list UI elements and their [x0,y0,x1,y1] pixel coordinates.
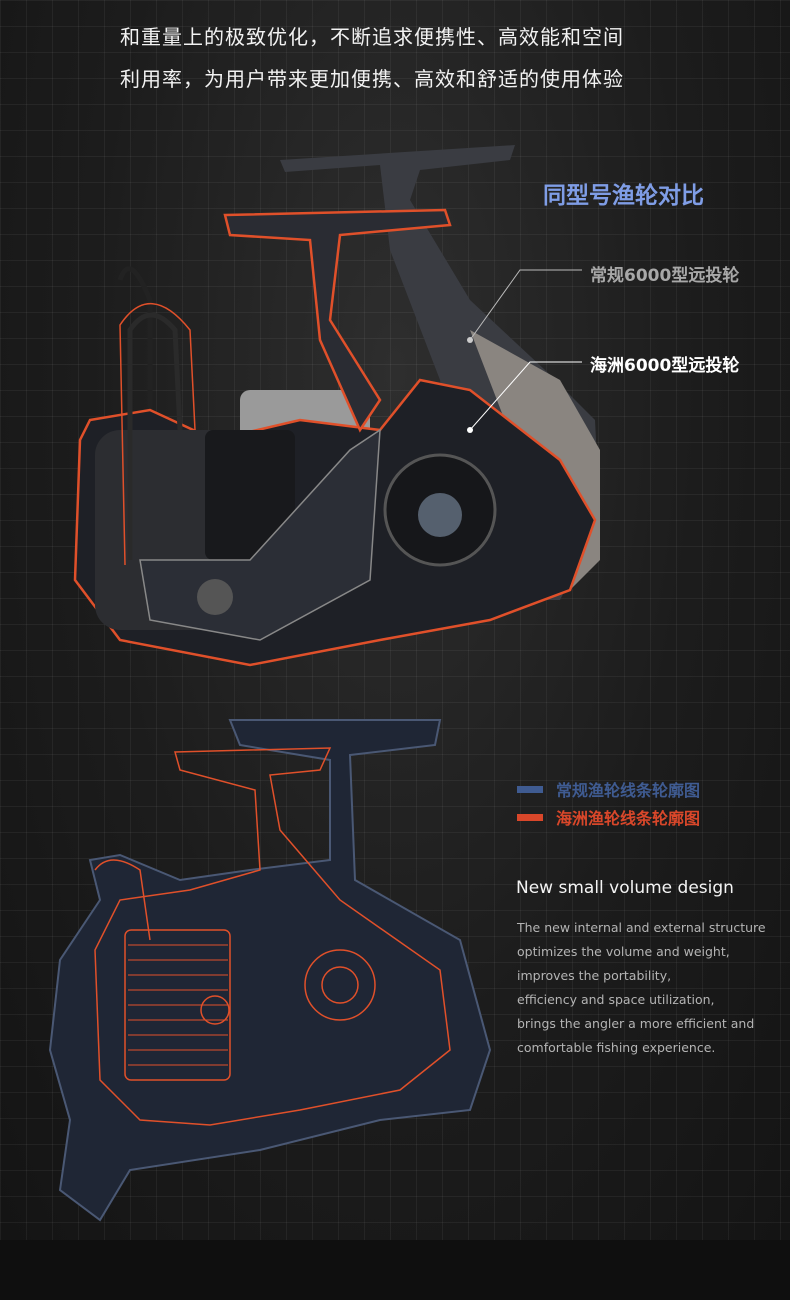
feature-line: brings the angler a more efficient and [517,1016,755,1031]
haizhou-reel-label: 海洲6000型远投轮 [590,356,740,376]
feature-title: New small volume design [516,878,734,898]
haizhou-outline-diagram [94,747,451,1126]
comparison-title: 同型号渔轮对比 [543,183,704,209]
haizhou-reel-photo [73,208,597,667]
feature-line: efficiency and space utilization, [517,992,715,1007]
standard-outline-diagram [48,719,492,1222]
intro-line: 和重量上的极致优化，不断追求便携性、高效能和空间 [120,25,624,49]
footer-band [0,1240,790,1300]
legend-standard: 常规渔轮线条轮廓图 [517,777,700,801]
feature-description: The new internal and external structure … [517,916,766,1060]
intro-line: 利用率，为用户带来更加便携、高效和舒适的使用体验 [120,67,624,91]
feature-line: optimizes the volume and weight, [517,944,730,959]
legend-label: 海洲渔轮线条轮廓图 [556,809,701,828]
feature-line: The new internal and external structure [517,920,766,935]
feature-line: comfortable fishing experience. [517,1040,716,1055]
legend-swatch-orange [517,813,543,821]
legend-label: 常规渔轮线条轮廓图 [556,781,701,800]
standard-leader-line [469,269,582,341]
feature-line: improves the portability, [517,968,672,983]
intro-text: 和重量上的极致优化，不断追求便携性、高效能和空间 利用率，为用户带来更加便携、高… [120,16,624,100]
legend-haizhou: 海洲渔轮线条轮廓图 [517,805,700,829]
haizhou-leader-line [469,361,582,431]
legend-swatch-blue [517,785,543,793]
standard-reel-label: 常规6000型远投轮 [590,266,740,286]
